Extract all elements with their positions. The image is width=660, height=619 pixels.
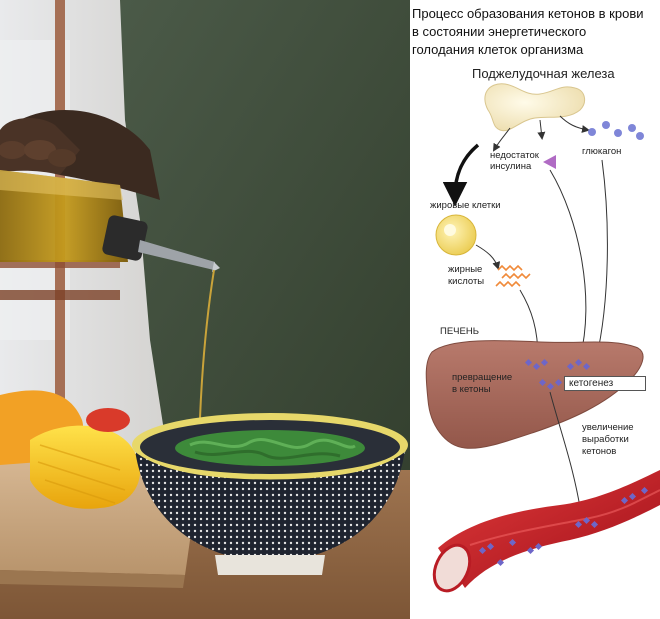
liver-label: ПЕЧЕНЬ	[440, 326, 479, 337]
increase-label-1: увеличение	[582, 422, 634, 433]
yellow-pepper-icon	[0, 390, 140, 509]
ketone-molecules-blood-icon	[478, 486, 649, 567]
ketogenesis-label: кетогенез	[564, 376, 646, 391]
conversion-label-2: в кетоны	[452, 384, 491, 395]
arrow-pancreas-glucagon	[559, 115, 590, 133]
diagram-title-line-1: Процесс образования кетонов в крови	[412, 6, 644, 21]
arrow-pancreas-mid	[537, 119, 546, 140]
arrow-insulin-to-liver	[549, 169, 587, 360]
fatty-acids-label-1: жирные	[448, 264, 483, 275]
insulin-lack-label-1: недостаток	[490, 150, 539, 161]
blood-vessel-icon	[432, 470, 660, 593]
pancreas-label: Поджелудочная железа	[472, 66, 615, 81]
arrow-to-fat-cells	[442, 143, 480, 207]
diagram-graphics	[425, 83, 660, 593]
fatty-acids-label-2: кислоты	[448, 276, 485, 287]
hand-pouring-oil-bottle-icon	[0, 170, 220, 419]
arrow-to-fatty-acids	[475, 244, 501, 270]
increase-label-2: выработки	[582, 434, 629, 445]
pancreas-icon	[484, 83, 586, 132]
ketone-formation-diagram: Процесс образования кетонов в крови в со…	[410, 0, 660, 619]
cooking-photo-illustration	[0, 0, 410, 619]
arrow-glucagon-to-liver	[593, 159, 608, 362]
diagram-title-line-3: голодания клеток организма	[412, 42, 584, 57]
fat-cells-label: жировые клетки	[430, 200, 501, 211]
increase-label-3: кетонов	[582, 446, 617, 457]
cooking-photo	[0, 0, 410, 619]
fatty-acids-icon	[495, 264, 531, 288]
ketone-molecules-liver-icon	[524, 358, 591, 391]
glucagon-molecules-icon	[588, 121, 644, 140]
insulin-triangle-icon	[543, 155, 556, 169]
green-noodles-bowl-icon	[132, 413, 408, 575]
arrow-pancreas-insulin	[492, 127, 511, 152]
fat-cell-icon	[435, 214, 477, 256]
glucagon-label: глюкагон	[582, 146, 622, 157]
conversion-label-1: превращение	[452, 372, 513, 383]
insulin-lack-label-2: инсулина	[490, 161, 532, 172]
diagram-title-line-2: в состоянии энергетического	[412, 24, 587, 39]
